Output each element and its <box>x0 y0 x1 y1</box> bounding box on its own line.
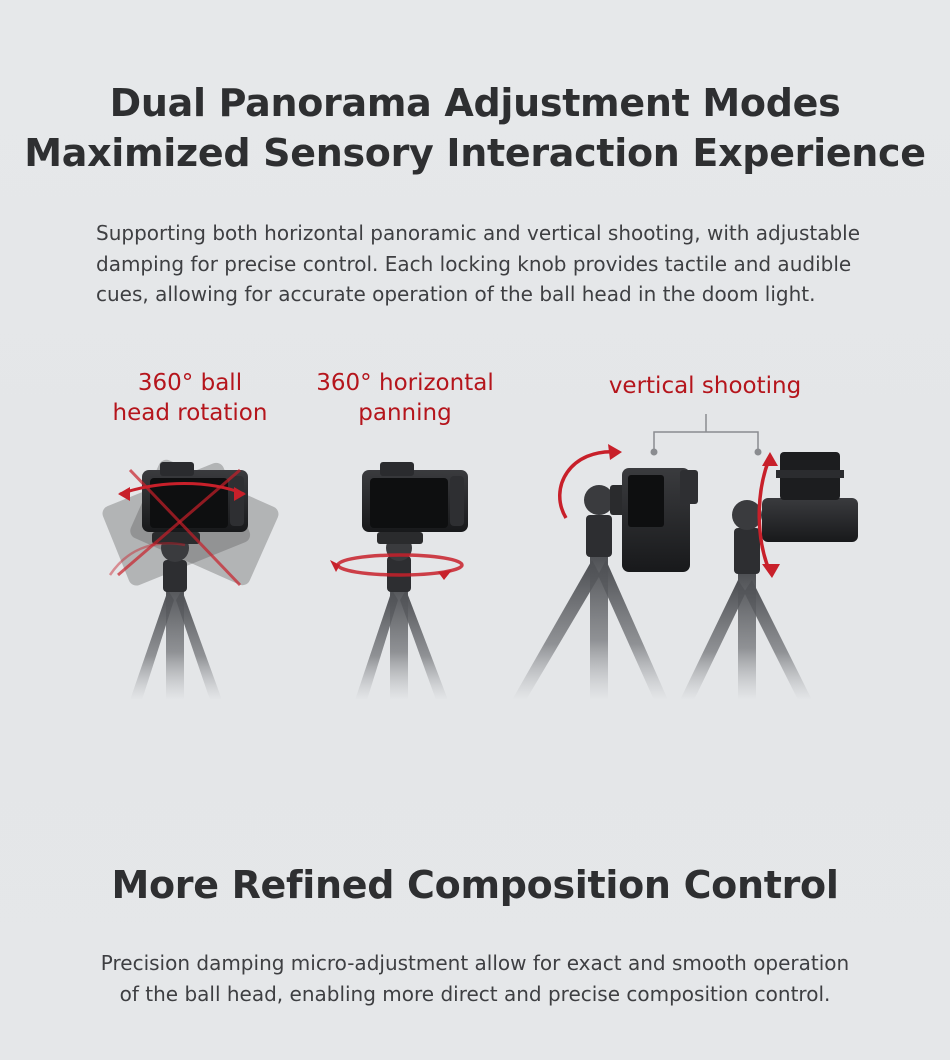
tripod-vertical-shooting <box>512 414 858 700</box>
section2-description: Precision damping micro-adjustment allow… <box>0 948 950 1009</box>
panning-arrow-icon <box>330 553 464 580</box>
section1-title-line1: Dual Panorama Adjustment Modes <box>109 81 841 125</box>
product-illustration <box>102 414 858 700</box>
caption-horizontal-panning-line2: panning <box>358 400 452 426</box>
section1-title: Dual Panorama Adjustment Modes Maximized… <box>0 78 950 178</box>
section2-title: More Refined Composition Control <box>111 863 839 907</box>
section1-description: Supporting both horizontal panoramic and… <box>96 218 886 310</box>
tilt-arrow-icon <box>558 444 622 519</box>
caption-vertical-shooting: vertical shooting <box>608 373 802 399</box>
section1-title-line2: Maximized Sensory Interaction Experience <box>24 131 926 175</box>
caption-ball-rotation: 360° ball head rotation <box>90 368 290 428</box>
section2-desc-line2: of the ball head, enabling more direct a… <box>119 981 831 1006</box>
section1-desc-line1: Supporting both horizontal panoramic and… <box>96 221 861 245</box>
caption-horizontal-panning: 360° horizontal panning <box>300 368 510 428</box>
rotation-arrow-icon <box>108 468 246 587</box>
caption-ball-rotation-line1: 360° ball <box>137 370 243 396</box>
section1-desc-line2: damping for precise control. Each lockin… <box>96 251 852 276</box>
tripod-horizontal-panning <box>330 462 468 700</box>
caption-horizontal-panning-line1: 360° horizontal <box>316 370 494 396</box>
section2-desc-line1: Precision damping micro-adjustment allow… <box>100 951 850 975</box>
tripod-ball-rotation <box>102 459 279 700</box>
section1-desc-line3: cues, allowing for accurate operation of… <box>96 282 816 306</box>
tilt-arrow-icon <box>757 452 780 578</box>
caption-ball-rotation-line2: head rotation <box>112 400 268 426</box>
